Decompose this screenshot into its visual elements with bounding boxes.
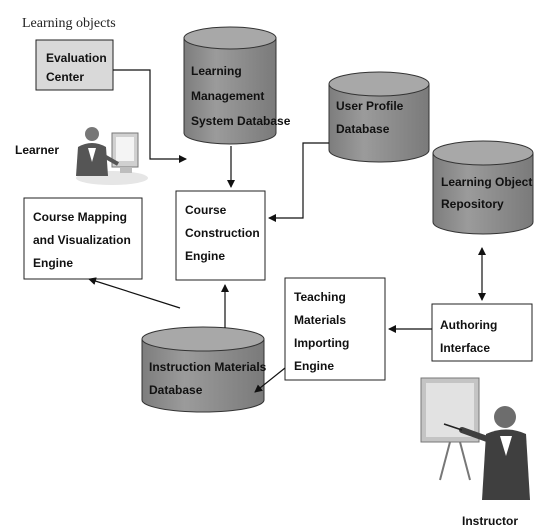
evaluation-center-box: Evaluation Center: [35, 39, 114, 91]
diagram-title: Learning objects: [22, 16, 116, 31]
learning-object-repository-line-1: Learning Object: [441, 175, 532, 189]
user-profile-database-line-1: User Profile: [336, 99, 404, 113]
instruction-materials-database-line-2: Database: [149, 383, 203, 397]
instruction-materials-database-line-1: Instruction Materials: [149, 360, 267, 374]
lms-database-line-1: Learning: [191, 64, 242, 78]
course-mapping-box: Course Mapping and Visualization Engine: [23, 197, 143, 280]
teaching-materials-line-3: Importing: [294, 336, 349, 350]
learning-object-repository-line-2: Repository: [441, 197, 504, 211]
instructor-icon: [420, 377, 530, 500]
course-construction-line-3: Engine: [185, 249, 225, 263]
course-mapping-line-3: Engine: [33, 256, 73, 270]
course-construction-line-1: Course: [185, 203, 227, 217]
user-profile-database-cylinder: User Profile Database: [328, 71, 430, 163]
instruction-materials-database-cylinder: Instruction Materials Database: [141, 326, 267, 413]
lms-database-line-3: System Database: [191, 114, 291, 128]
lms-database-cylinder: Learning Management System Database: [183, 26, 291, 145]
learner-label: Learner: [15, 143, 59, 157]
instructor-label: Instructor: [462, 514, 518, 528]
user-profile-database-line-2: Database: [336, 122, 390, 136]
arrow-teaching-to-instruction-db: [254, 367, 286, 393]
learner-icon: [76, 127, 148, 185]
evaluation-center-line-1: Evaluation: [46, 51, 107, 65]
authoring-interface-line-1: Authoring: [440, 318, 497, 332]
arrow-to-course-mapping: [88, 277, 181, 309]
teaching-materials-line-2: Materials: [294, 313, 346, 327]
course-mapping-line-1: Course Mapping: [33, 210, 127, 224]
authoring-interface-line-2: Interface: [440, 341, 490, 355]
evaluation-center-line-2: Center: [46, 70, 84, 84]
lms-database-line-2: Management: [191, 89, 264, 103]
teaching-materials-line-1: Teaching: [294, 290, 346, 304]
teaching-materials-box: Teaching Materials Importing Engine: [284, 277, 386, 381]
learning-object-repository-cylinder: Learning Object Repository: [432, 140, 534, 235]
course-construction-line-2: Construction: [185, 226, 260, 240]
arrow-evaluation-to-course-construction: [113, 69, 187, 163]
course-mapping-line-2: and Visualization: [33, 233, 131, 247]
teaching-materials-line-4: Engine: [294, 359, 334, 373]
authoring-interface-box: Authoring Interface: [431, 303, 533, 362]
course-construction-box: Course Construction Engine: [175, 190, 266, 281]
arrow-user-profile-to-course-construction: [268, 142, 329, 222]
